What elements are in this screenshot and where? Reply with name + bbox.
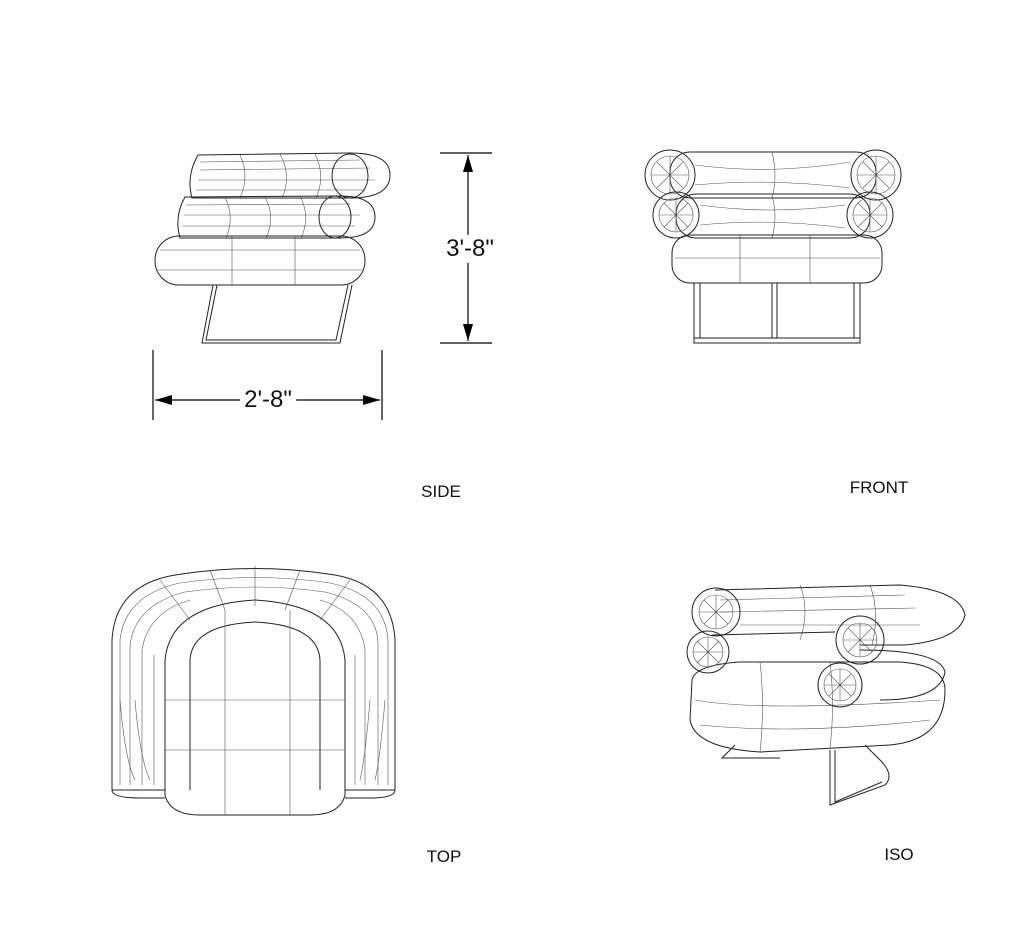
front-view-drawing	[644, 149, 902, 344]
side-view-drawing	[154, 152, 391, 344]
iso-view-drawing	[686, 584, 966, 806]
front-view-label: FRONT	[849, 478, 909, 497]
height-dimension-label: 3'-8"	[442, 235, 498, 263]
width-dimension-label: 2'-8"	[240, 386, 296, 414]
width-dimension	[152, 350, 383, 420]
side-view-label: SIDE	[421, 482, 461, 501]
top-view-drawing	[111, 566, 396, 816]
iso-view-label: ISO	[884, 845, 914, 864]
top-view-label: TOP	[426, 847, 462, 866]
